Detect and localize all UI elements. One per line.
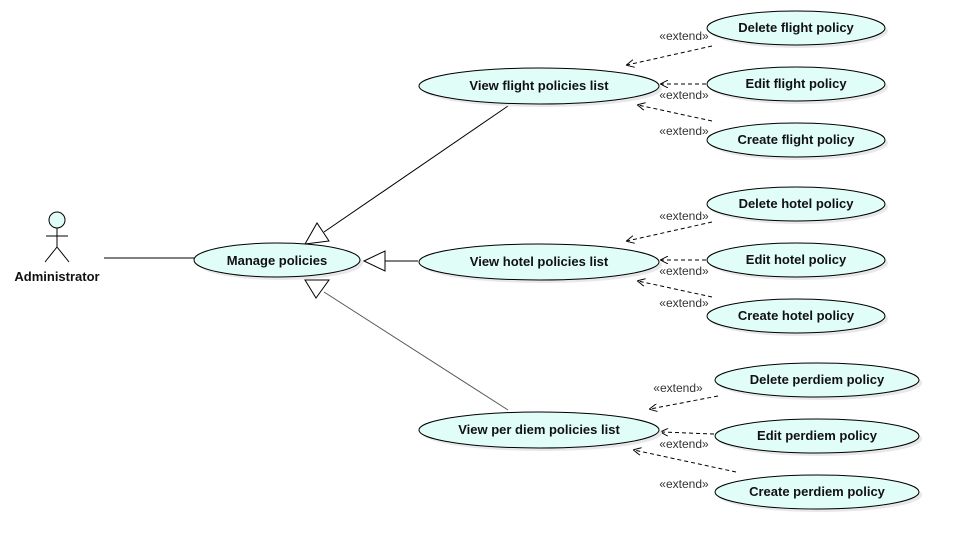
usecase-create-flight-policy[interactable]: Create flight policy: [706, 122, 888, 160]
usecase-label: Create perdiem policy: [749, 484, 886, 499]
extend-label: «extend»: [659, 264, 709, 278]
extend-label: «extend»: [653, 381, 703, 395]
usecase-label: Manage policies: [227, 253, 327, 268]
usecase-manage-policies[interactable]: Manage policies: [193, 242, 363, 280]
extend-lines: [627, 45, 737, 473]
usecase-label: Delete perdiem policy: [750, 372, 885, 387]
usecase-label: Create flight policy: [737, 132, 855, 147]
usecase-label: Delete flight policy: [738, 20, 854, 35]
generalization-hotel: [362, 250, 418, 272]
extend-label: «extend»: [659, 88, 709, 102]
usecase-create-hotel-policy[interactable]: Create hotel policy: [706, 298, 888, 336]
extend-line: [634, 450, 737, 473]
usecase-view-hotel-list[interactable]: View hotel policies list: [418, 243, 662, 283]
generalization-perdiem: [304, 279, 509, 411]
usecase-delete-flight-policy[interactable]: Delete flight policy: [706, 10, 888, 48]
extend-label: «extend»: [659, 209, 709, 223]
usecase-label: Delete hotel policy: [739, 196, 855, 211]
usecase-label: Edit hotel policy: [746, 252, 847, 267]
usecase-label: Edit flight policy: [745, 76, 847, 91]
extend-line: [638, 281, 713, 298]
actor-label: Administrator: [14, 269, 99, 284]
extend-label: «extend»: [659, 124, 709, 138]
usecase-view-perdiem-list[interactable]: View per diem policies list: [418, 411, 662, 451]
usecase-delete-perdiem-policy[interactable]: Delete perdiem policy: [714, 362, 922, 400]
extend-label: «extend»: [659, 437, 709, 451]
extend-line: [627, 45, 713, 65]
extend-line: [661, 432, 715, 434]
usecase-label: Edit perdiem policy: [757, 428, 878, 443]
actor-administrator[interactable]: Administrator: [14, 211, 100, 284]
usecase-label: View per diem policies list: [458, 422, 620, 437]
extend-line: [638, 105, 713, 122]
extend-label: «extend»: [659, 296, 709, 310]
usecase-create-perdiem-policy[interactable]: Create perdiem policy: [714, 474, 922, 512]
usecase-edit-hotel-policy[interactable]: Edit hotel policy: [706, 242, 888, 280]
usecase-label: Create hotel policy: [738, 308, 855, 323]
stick-figure-icon: [44, 211, 70, 263]
extend-label: «extend»: [659, 477, 709, 491]
extend-line: [627, 221, 713, 241]
extend-label: «extend»: [659, 29, 709, 43]
usecase-label: View flight policies list: [469, 78, 609, 93]
usecase-edit-perdiem-policy[interactable]: Edit perdiem policy: [714, 418, 922, 456]
generalization-flight: [304, 105, 509, 245]
extend-line: [650, 395, 719, 409]
usecase-view-flight-list[interactable]: View flight policies list: [418, 67, 662, 107]
usecase-delete-hotel-policy[interactable]: Delete hotel policy: [706, 186, 888, 224]
usecase-label: View hotel policies list: [470, 254, 609, 269]
usecase-edit-flight-policy[interactable]: Edit flight policy: [706, 66, 888, 104]
